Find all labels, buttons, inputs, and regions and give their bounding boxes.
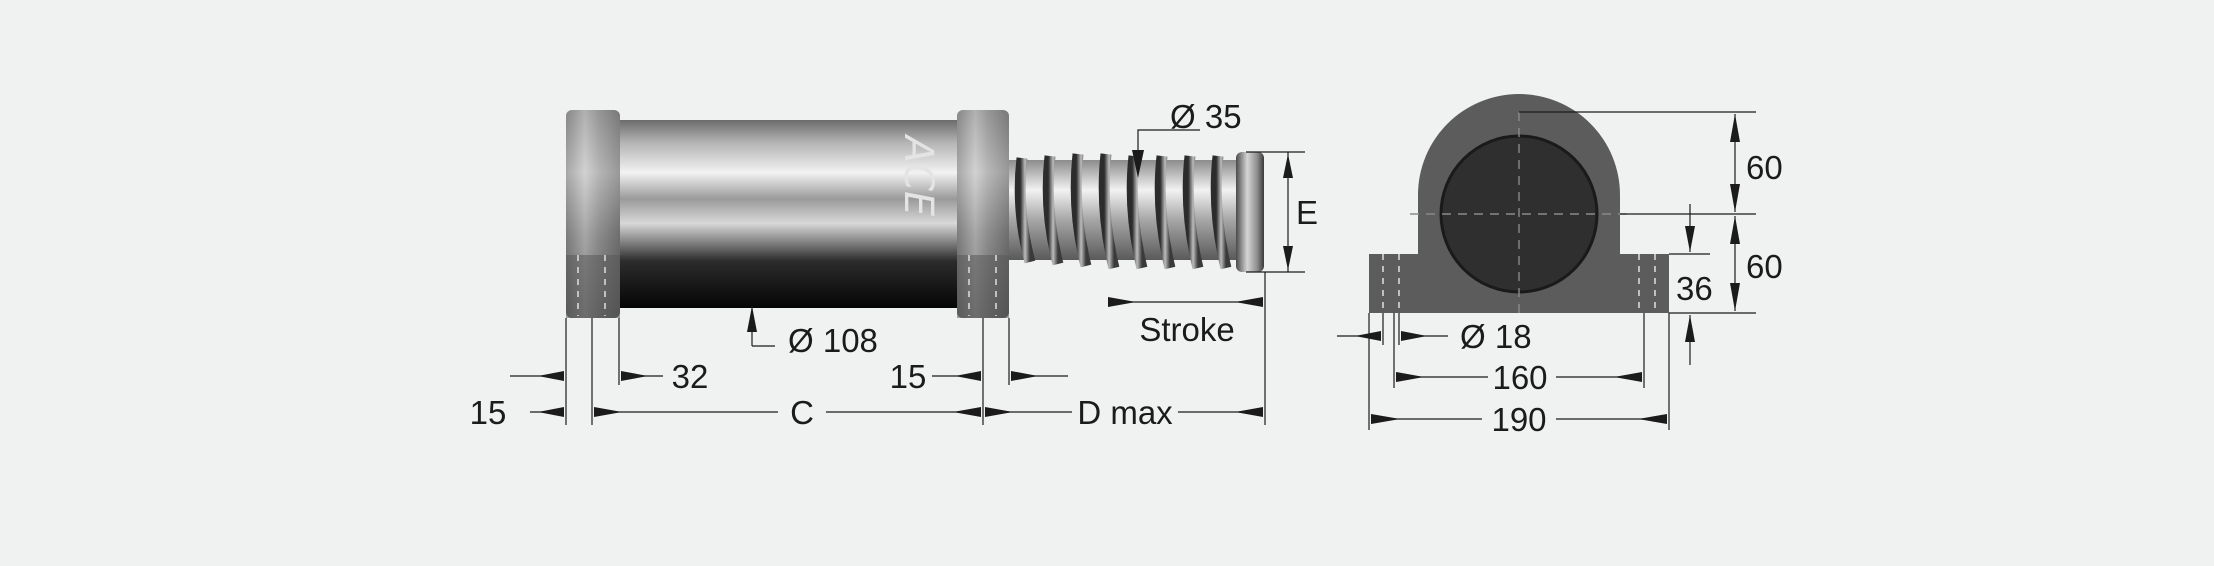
- dim-E: E: [1296, 194, 1318, 231]
- dim-top-height: 60: [1746, 149, 1783, 186]
- side-view: ACE Ø 35 E Stroke: [470, 98, 1318, 431]
- dim-stroke: Stroke: [1139, 311, 1234, 348]
- dim-foot-height: 36: [1676, 270, 1713, 307]
- left-flange: [566, 110, 620, 318]
- dim-flange-right: 15: [890, 358, 927, 395]
- end-view: 60 60 36 Ø 18 160 1: [1337, 94, 1783, 438]
- dim-flange-inner: 32: [672, 358, 709, 395]
- dim-body-diameter: Ø 108: [788, 322, 878, 359]
- return-spring: [1014, 153, 1232, 270]
- cylinder-body: [619, 120, 957, 308]
- dim-bottom-height: 60: [1746, 248, 1783, 285]
- dim-rod-diameter: Ø 35: [1170, 98, 1242, 135]
- dim-hole-diameter: Ø 18: [1460, 318, 1532, 355]
- stop-cap: [1236, 152, 1264, 272]
- dim-flange-left: 15: [470, 394, 507, 431]
- dim-hole-spacing: 160: [1492, 359, 1547, 396]
- right-flange: [957, 110, 1009, 318]
- dim-C: C: [790, 394, 814, 431]
- dim-D-max: D max: [1077, 394, 1173, 431]
- dim-overall-width: 190: [1491, 401, 1546, 438]
- brand-logo: ACE: [895, 133, 941, 217]
